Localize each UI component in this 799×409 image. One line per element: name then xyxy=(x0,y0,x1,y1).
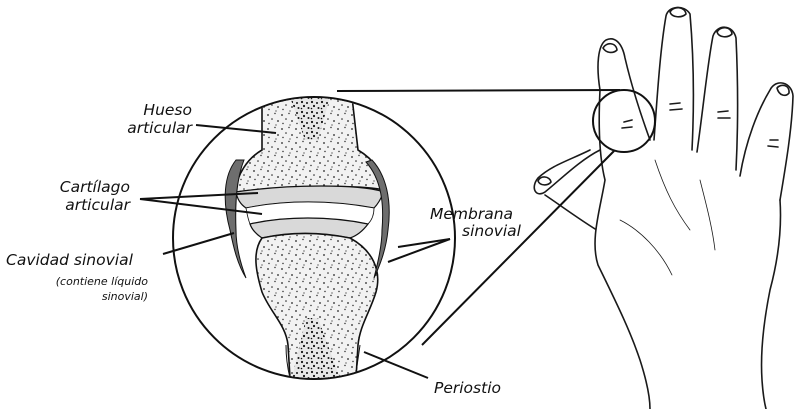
hand-illustration-icon xyxy=(534,7,793,409)
label-membrana-line2: sinovial xyxy=(462,222,522,240)
label-periostio: Periostio xyxy=(434,379,501,397)
label-cartilago-line2: articular xyxy=(65,196,131,214)
label-cavidad-line1: Cavidad sinovial xyxy=(6,251,134,269)
label-cavidad-sub2: sinovial) xyxy=(102,290,148,303)
label-hueso-line2: articular xyxy=(127,119,193,137)
label-membrana-line1: Membrana xyxy=(430,205,513,223)
label-cartilago-line1: Cartílago xyxy=(60,178,130,196)
label-cavidad-sub1: (contiene líquido xyxy=(56,275,149,288)
label-hueso-line1: Hueso xyxy=(143,101,192,119)
zoom-connector-top xyxy=(337,90,620,91)
